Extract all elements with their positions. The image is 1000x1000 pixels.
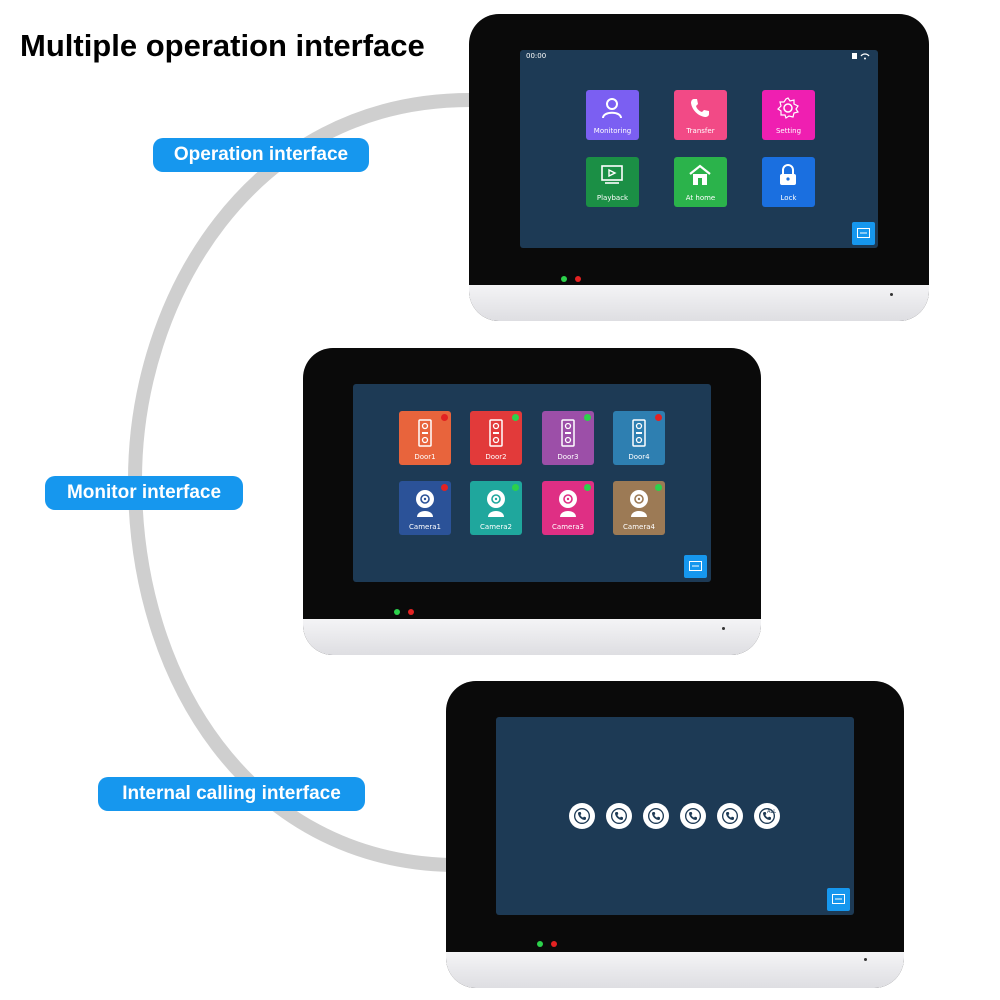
status-dot — [512, 484, 519, 491]
tile-door4[interactable]: Door4 — [613, 411, 665, 465]
status-dot — [441, 414, 448, 421]
exit-button[interactable] — [852, 222, 875, 245]
exit-button[interactable] — [827, 888, 850, 911]
status-dot — [512, 414, 519, 421]
clock-text: 00:00 — [526, 52, 547, 60]
call-all-button[interactable]: ALL — [754, 803, 780, 829]
green-led — [394, 609, 400, 615]
page-title: Multiple operation interface — [20, 28, 425, 63]
status-dot — [441, 484, 448, 491]
tile-label: Door1 — [414, 453, 436, 461]
red-led — [575, 276, 581, 282]
tile-camera3[interactable]: Camera3 — [542, 481, 594, 535]
tile-label: Camera1 — [409, 523, 441, 531]
tile-label: Setting — [775, 127, 802, 135]
call-button[interactable] — [680, 803, 706, 829]
monitor-interface-label: Monitor interface — [45, 476, 243, 510]
internal-calling-device: ALL — [446, 681, 904, 988]
wifi-icon — [852, 52, 872, 62]
status-dot — [655, 484, 662, 491]
operation-interface-label: Operation interface — [153, 138, 369, 172]
tile-door1[interactable]: Door1 — [399, 411, 451, 465]
tile-lock[interactable]: Lock — [762, 157, 815, 207]
tile-label: Camera4 — [623, 523, 655, 531]
tile-door3[interactable]: Door3 — [542, 411, 594, 465]
tile-setting[interactable]: Setting — [762, 90, 815, 140]
tile-label: Door3 — [557, 453, 579, 461]
internal-calling-screen: ALL — [496, 717, 854, 915]
status-dot — [655, 414, 662, 421]
mic-hole — [864, 958, 867, 961]
green-led — [537, 941, 543, 947]
call-all-badge: ALL — [767, 809, 776, 815]
tile-label: Playback — [596, 194, 629, 202]
red-led — [408, 609, 414, 615]
device-base — [303, 619, 761, 655]
call-button[interactable] — [717, 803, 743, 829]
tile-label: Camera2 — [480, 523, 512, 531]
tile-monitoring[interactable]: Monitoring — [586, 90, 639, 140]
tile-label: Door4 — [628, 453, 650, 461]
tile-camera1[interactable]: Camera1 — [399, 481, 451, 535]
device-base — [469, 285, 929, 321]
status-dot — [584, 484, 591, 491]
tile-label: Monitoring — [593, 127, 632, 135]
internal-calling-interface-label: Internal calling interface — [98, 777, 365, 811]
red-led — [551, 941, 557, 947]
tile-at-home[interactable]: At home — [674, 157, 727, 207]
call-button[interactable] — [569, 803, 595, 829]
tile-label: Door2 — [485, 453, 507, 461]
tile-playback[interactable]: Playback — [586, 157, 639, 207]
tile-transfer[interactable]: Transfer — [674, 90, 727, 140]
call-button[interactable] — [606, 803, 632, 829]
tile-label: Transfer — [686, 127, 715, 135]
status-dot — [584, 414, 591, 421]
mic-hole — [722, 627, 725, 630]
tile-door2[interactable]: Door2 — [470, 411, 522, 465]
tile-label: Lock — [780, 194, 797, 202]
tile-label: Camera3 — [552, 523, 584, 531]
exit-button[interactable] — [684, 555, 707, 578]
device-base — [446, 952, 904, 988]
tile-camera2[interactable]: Camera2 — [470, 481, 522, 535]
green-led — [561, 276, 567, 282]
tile-camera4[interactable]: Camera4 — [613, 481, 665, 535]
tile-label: At home — [685, 194, 716, 202]
mic-hole — [890, 293, 893, 296]
call-button[interactable] — [643, 803, 669, 829]
